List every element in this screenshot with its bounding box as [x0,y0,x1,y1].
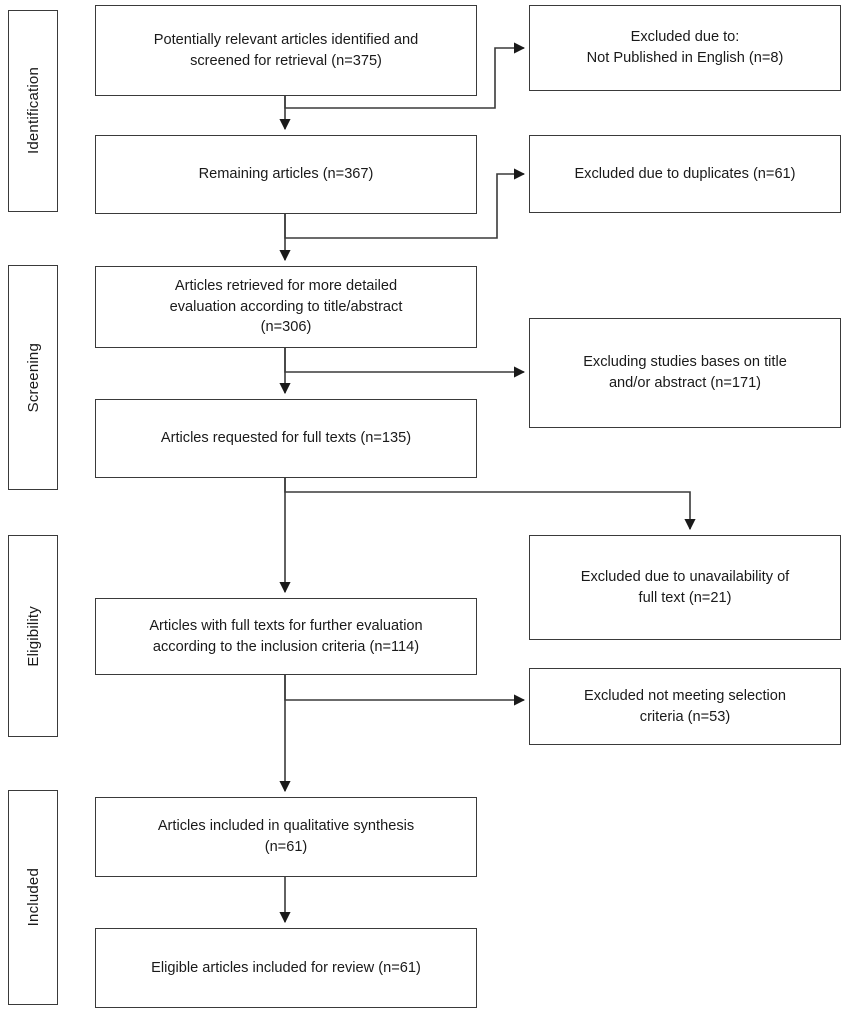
stage-label-identification: Identification [8,10,58,212]
stage-label-text: Eligibility [24,605,42,667]
connector-requested-to-unavailable-text [284,478,696,531]
node-text: Excluded due to: Not Published in Englis… [586,29,784,66]
node-duplicates: Excluded due to duplicates (n=61) [529,135,841,213]
node-identified: Potentially relevant articles identified… [95,5,477,96]
node-full-text-eval: Articles with full texts for further eva… [95,598,477,675]
stage-label-screening: Screening [8,265,58,490]
node-not-english: Excluded due to: Not Published in Englis… [529,5,841,91]
node-requested: Articles requested for full texts (n=135… [95,399,477,478]
node-retrieved: Articles retrieved for more detailed eva… [95,266,477,348]
node-selection-criteria: Excluded not meeting selection criteria … [529,668,841,745]
connector-full-text-eval-to-selection-criteria [284,675,526,706]
node-text: Excluding studies bases on title and/or … [583,354,787,391]
node-unavailable-text: Excluded due to unavailability of full t… [529,535,841,640]
node-text: Articles with full texts for further eva… [149,617,423,655]
node-qualitative: Articles included in qualitative synthes… [95,797,477,877]
node-text: Articles requested for full texts (n=135… [160,430,412,447]
node-remaining: Remaining articles (n=367) [95,135,477,214]
connector-retrieved-to-title-abstract [284,348,526,378]
node-text: Excluded due to unavailability of full t… [580,568,790,606]
node-eligible-review: Eligible articles included for review (n… [95,928,477,1008]
node-text: Remaining articles (n=367) [198,166,374,183]
stage-label-eligibility: Eligibility [8,535,58,737]
node-text: Eligible articles included for review (n… [151,959,421,976]
node-text: Potentially relevant articles identified… [153,31,419,69]
stage-label-text: Included [24,868,42,927]
stage-label-text: Identification [24,67,42,155]
node-text: Articles included in qualitative synthes… [157,818,415,855]
stage-label-text: Screening [24,342,42,413]
node-text: Articles retrieved for more detailed eva… [169,277,403,336]
node-title-abstract: Excluding studies bases on title and/or … [529,318,841,428]
node-text: Excluded due to duplicates (n=61) [574,165,796,182]
stage-label-included: Included [8,790,58,1005]
node-text: Excluded not meeting selection criteria … [583,687,786,725]
